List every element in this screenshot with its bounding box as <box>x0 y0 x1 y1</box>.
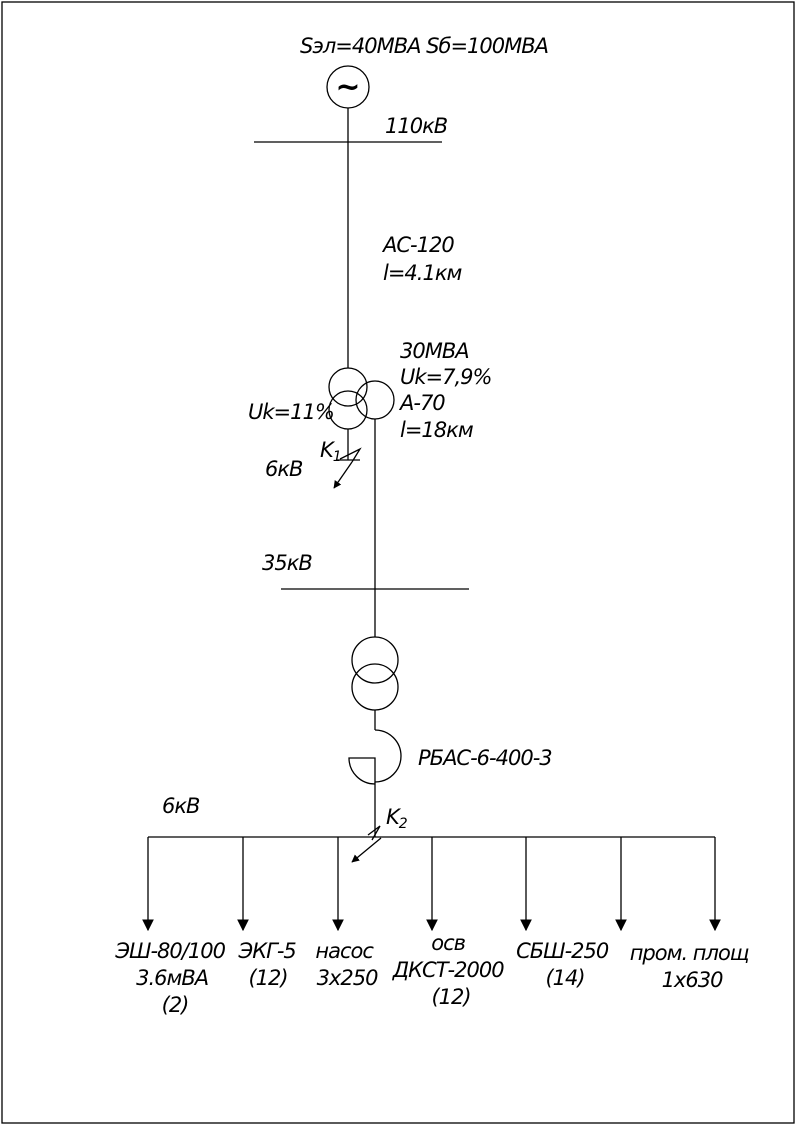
transformer-2-winding-high <box>351 636 399 684</box>
reactor-label: РБАС-6-400-3 <box>418 746 552 770</box>
bus-6kv-bottom-label: 6кВ <box>162 794 200 818</box>
generator-tilde-icon: ~ <box>335 70 360 105</box>
transformer-1-uk-high: Uk=7,9% <box>400 365 492 389</box>
fault-k1-symbol <box>339 447 362 463</box>
bus-35kv-label: 35кВ <box>262 551 312 575</box>
fault-k2-label: K2 <box>386 805 408 832</box>
transformer-1-line-length: l=18км <box>400 418 474 442</box>
reactor-symbol <box>348 729 402 785</box>
load-label-3: насос 3х250 <box>315 939 378 990</box>
bus-110kv-label: 110кВ <box>385 114 448 138</box>
load-label-1: ЭШ-80/100 3.6мВА (2) <box>114 939 230 1017</box>
transformer-2-winding-low <box>351 663 399 711</box>
transformer-1-uk-low: Uk=11% <box>248 400 334 424</box>
transformer-1-winding-high <box>328 367 368 407</box>
fault-k2-symbol <box>367 825 381 841</box>
fault-k1-arrow <box>333 461 353 489</box>
bus-6kv-top-label: 6кВ <box>265 457 303 481</box>
source-power-label: Sэл=40МВА Sб=100МВА <box>300 34 548 58</box>
load-label-2: ЭКГ-5 (12) <box>238 939 302 990</box>
transformer-1-winding-low <box>328 390 368 430</box>
load-label-5: СБШ-250 (14) <box>516 939 614 990</box>
load-label-4: осв ДКСТ-2000 (12) <box>392 931 510 1009</box>
fault-k1-label: K1 <box>320 438 341 465</box>
line-ac-length: l=4.1км <box>383 261 463 285</box>
fault-k2-arrow <box>351 837 382 863</box>
line-ac-type: АС-120 <box>381 233 454 257</box>
transformer-1-power: 30МВА <box>400 339 469 363</box>
load-label-7: пром. площ 1х630 <box>630 941 755 992</box>
transformer-1-line-type: А-70 <box>398 391 445 415</box>
